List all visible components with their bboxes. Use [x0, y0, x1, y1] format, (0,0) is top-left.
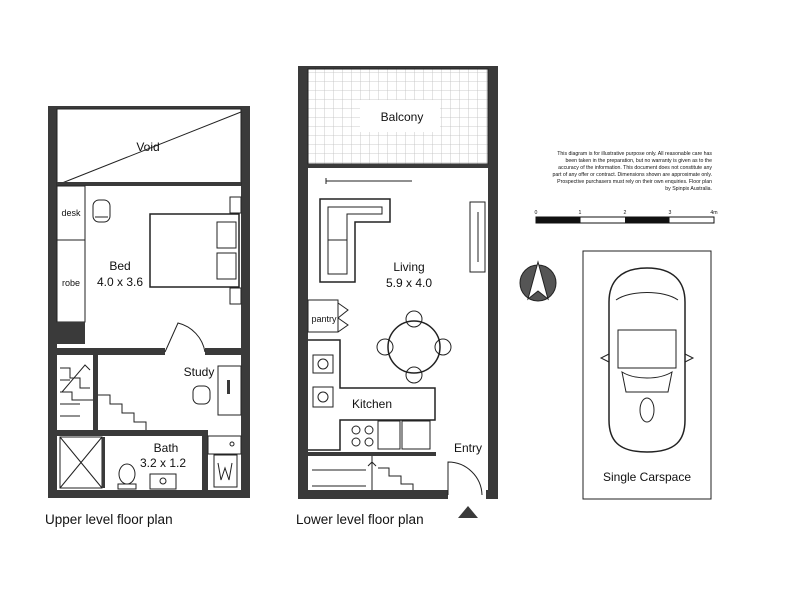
- entry-arrow-icon: [458, 506, 478, 518]
- disclaimer-line-1: This diagram is for illustrative purpose…: [557, 151, 712, 157]
- bath-room-name: Bath: [154, 441, 179, 455]
- living-room-size: 5.9 x 4.0: [386, 276, 432, 290]
- scale-tick-1: 1: [579, 210, 582, 216]
- shower: [59, 436, 105, 489]
- upper-level-plan: Void desk robe Bed 4.0 x 3.6: [45, 106, 250, 527]
- lower-level-plan: Balcony Living 5.9 x 4.0 pantry: [296, 66, 498, 527]
- living-room-name: Living: [393, 260, 424, 274]
- dining-table: [376, 310, 452, 384]
- car-icon: [599, 267, 695, 453]
- lower-stairs: [312, 456, 414, 490]
- robe-label: robe: [62, 278, 80, 288]
- bath-room-size: 3.2 x 1.2: [140, 456, 186, 470]
- scale-tick-0: 0: [535, 210, 538, 216]
- laundry: [207, 435, 242, 488]
- disclaimer-line-5: Prospective purchasers must rely on thei…: [557, 179, 712, 185]
- disclaimer: This diagram is for illustrative purpose…: [552, 151, 712, 192]
- north-arrow-icon: [519, 260, 557, 302]
- upper-stairs: [60, 355, 158, 435]
- disclaimer-line-4: part of any offer or contract. Dimension…: [552, 172, 712, 178]
- bed-room-size: 4.0 x 3.6: [97, 275, 143, 289]
- scale-tick-2: 2: [624, 210, 627, 216]
- double-bed: [149, 196, 242, 305]
- study-label: Study: [184, 365, 215, 379]
- balcony-label: Balcony: [381, 110, 424, 124]
- scale-tick-4: 4m: [710, 210, 717, 216]
- kitchen-label: Kitchen: [352, 397, 392, 411]
- scale-bar: 0 1 2 3 4m: [535, 210, 718, 224]
- carspace-label: Single Carspace: [603, 470, 691, 484]
- bed-room-name: Bed: [109, 259, 130, 273]
- study-chair: [192, 385, 211, 405]
- lower-plan-caption: Lower level floor plan: [296, 512, 424, 527]
- disclaimer-line-6: by Spinpix Australia.: [665, 186, 712, 192]
- upper-plan-caption: Upper level floor plan: [45, 512, 173, 527]
- sofa: [319, 198, 391, 283]
- desk-chair: [92, 199, 111, 223]
- balcony-area: Balcony: [307, 68, 489, 165]
- void-area: Void: [56, 108, 242, 186]
- void-label: Void: [136, 140, 159, 154]
- single-carspace: Single Carspace: [582, 250, 712, 500]
- disclaimer-line-3: accuracy of the information. This docume…: [558, 165, 712, 171]
- entry-label: Entry: [454, 441, 482, 455]
- kitchen-bench: [308, 339, 436, 451]
- scale-tick-3: 3: [669, 210, 672, 216]
- toilet: [117, 463, 137, 490]
- disclaimer-line-2: been taken in the preparation, but no wa…: [566, 158, 713, 164]
- desk-label: desk: [61, 208, 81, 218]
- pantry-label: pantry: [311, 314, 337, 324]
